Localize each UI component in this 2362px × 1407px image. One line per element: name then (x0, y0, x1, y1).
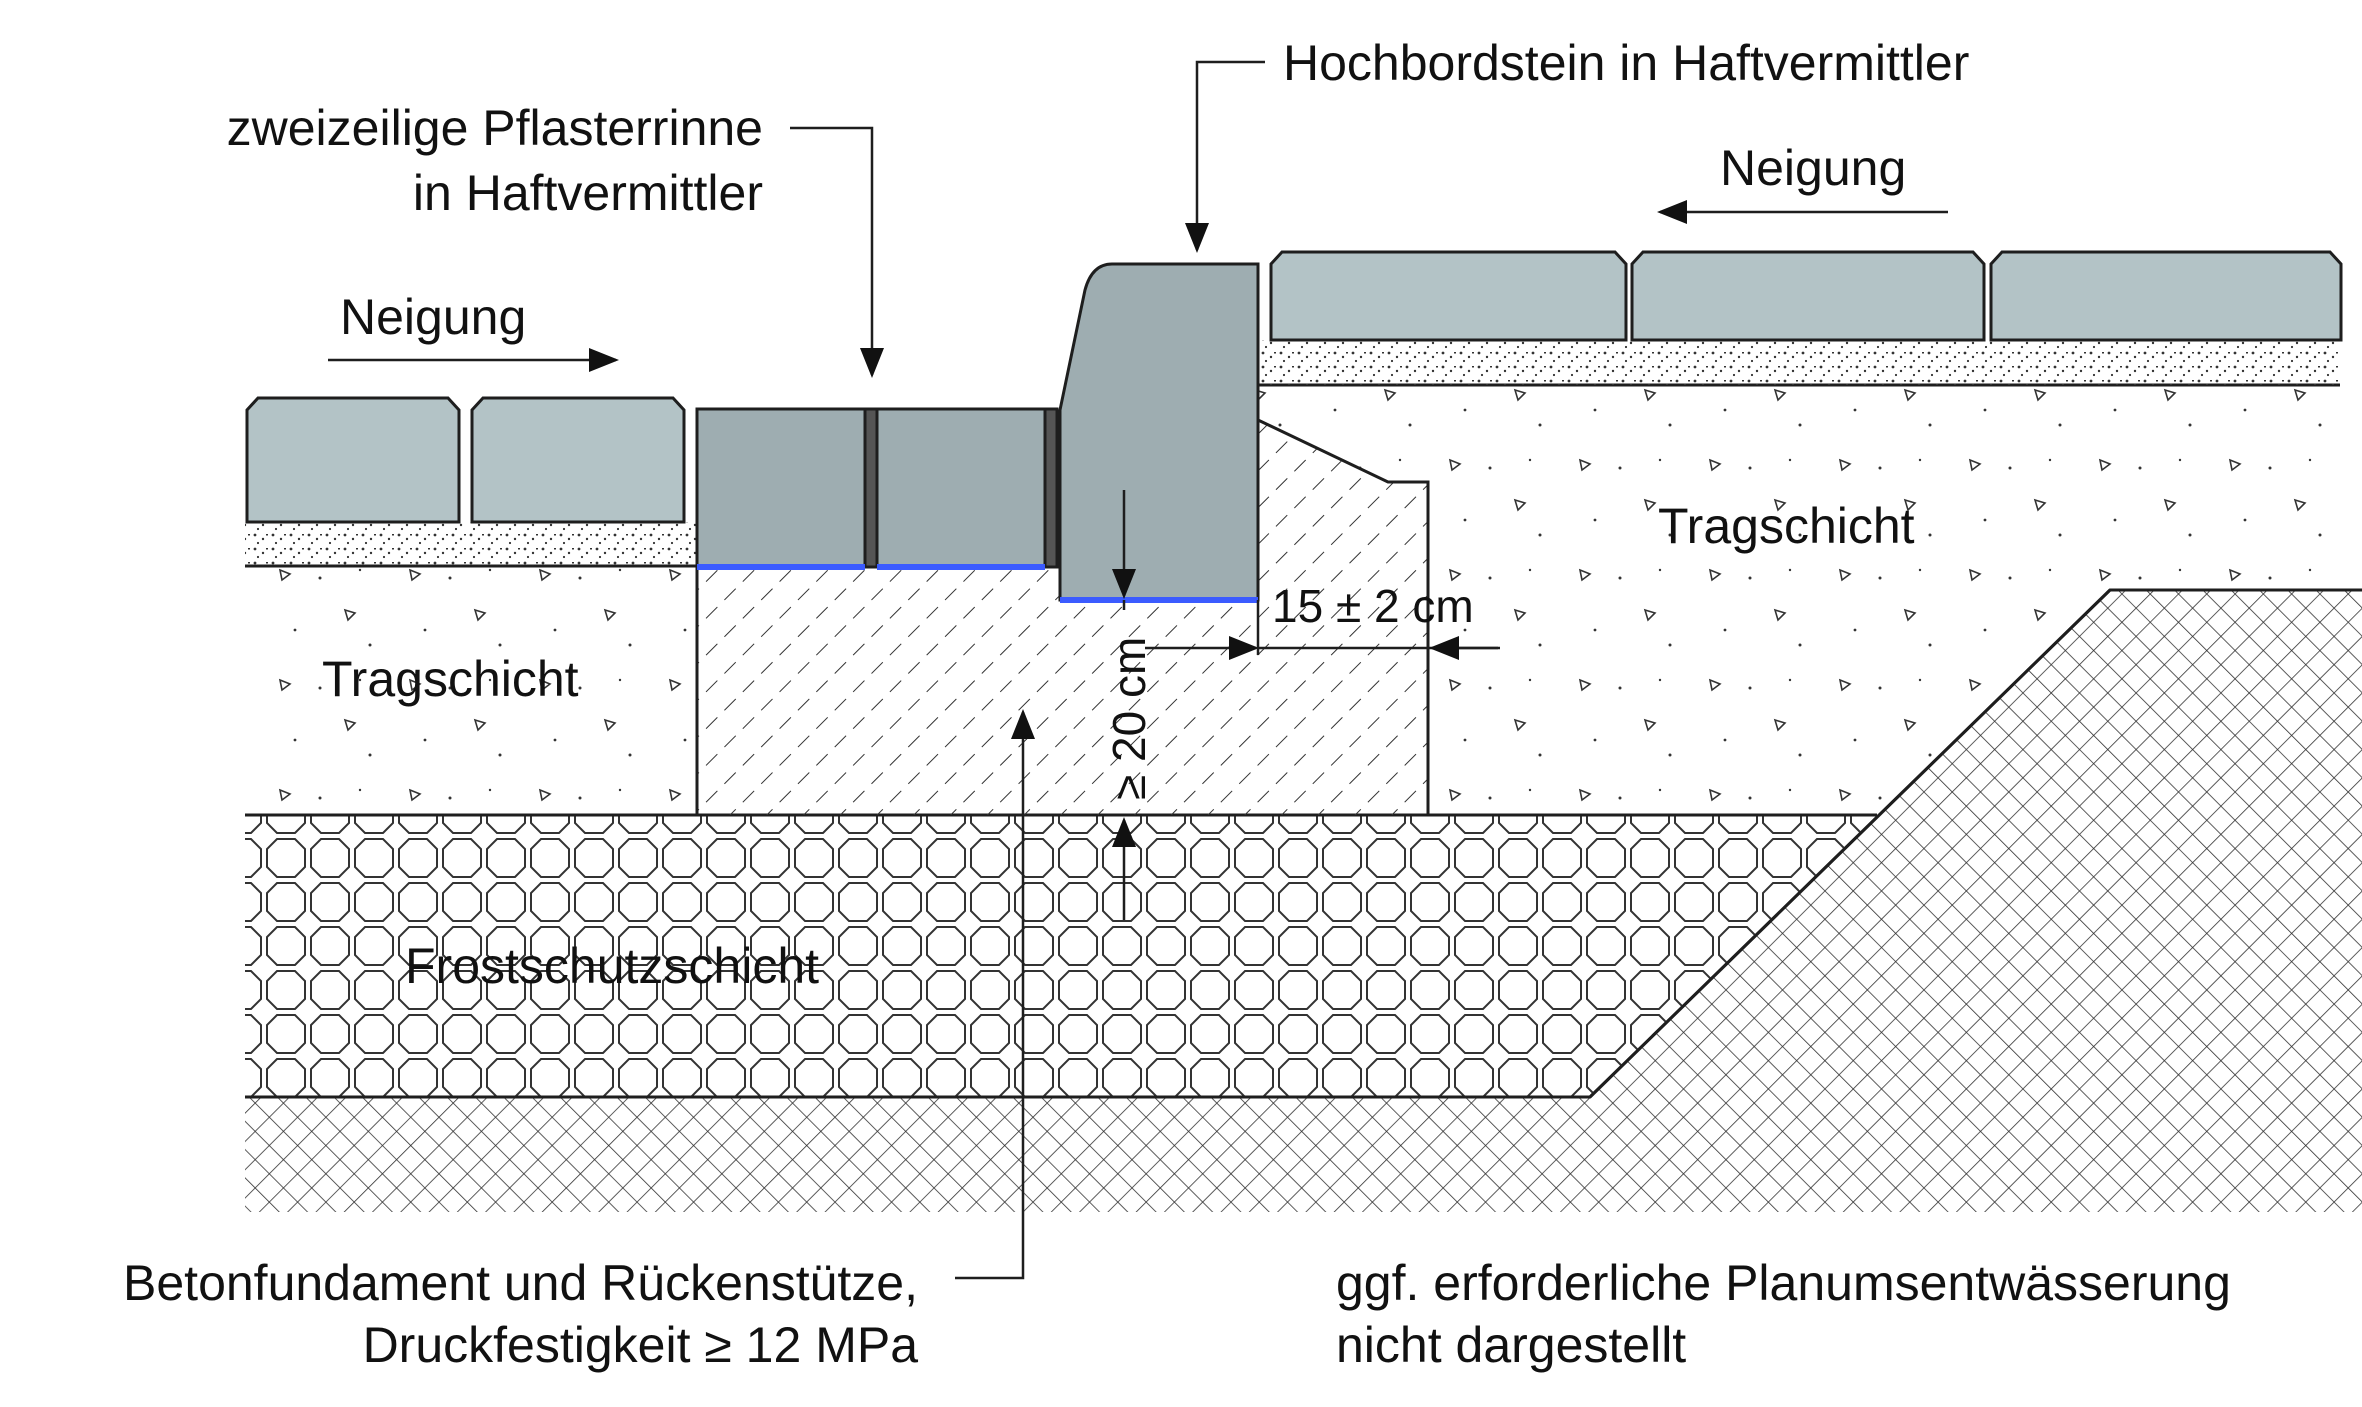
tragschicht-label-right: Tragschicht (1658, 498, 1915, 554)
gutter-stone (695, 407, 867, 569)
hinweis-label-line2: nicht dargestellt (1336, 1317, 1686, 1373)
depth-dimension-label: ≥ 20 cm (1103, 637, 1155, 800)
beton-label-line1: Betonfundament und Rückenstütze, (123, 1255, 918, 1311)
pflasterrinne-label-line1: zweizeilige Pflasterrinne (227, 100, 763, 156)
frostschutzschicht-label: Frostschutzschicht (405, 938, 819, 994)
paving-stone (470, 396, 686, 524)
paving-gutter (695, 407, 1059, 570)
beton-label-line2: Druckfestigkeit ≥ 12 MPa (363, 1317, 919, 1373)
paving-stones-left (245, 396, 686, 524)
curb-leader-line (1185, 60, 1265, 253)
paving-stones-right (1269, 250, 2343, 342)
bedding-sand-left (245, 522, 697, 566)
concrete-leader-line (955, 709, 1035, 1280)
paving-stone (1989, 250, 2343, 342)
gutter-stone (875, 407, 1047, 569)
paving-stone (1269, 250, 1628, 342)
neigung-label-left: Neigung (340, 289, 526, 345)
tragschicht-label-left: Tragschicht (322, 651, 579, 707)
width-dimension-label: 15 ± 2 cm (1272, 580, 1474, 632)
hinweis-label-line1: ggf. erforderliche Planumsentwässerung (1336, 1255, 2231, 1311)
paving-stone (1630, 250, 1986, 342)
bedding-sand-right (1258, 340, 2340, 385)
width-dimension (1145, 600, 1500, 660)
gutter-leader-line (790, 126, 884, 378)
neigung-label-right: Neigung (1720, 140, 1906, 196)
paving-stone (245, 396, 461, 524)
hochbordstein-label: Hochbordstein in Haftvermittler (1283, 35, 1969, 91)
pflasterrinne-label-line2: in Haftvermittler (413, 165, 763, 221)
high-curb-stone (1058, 262, 1260, 603)
